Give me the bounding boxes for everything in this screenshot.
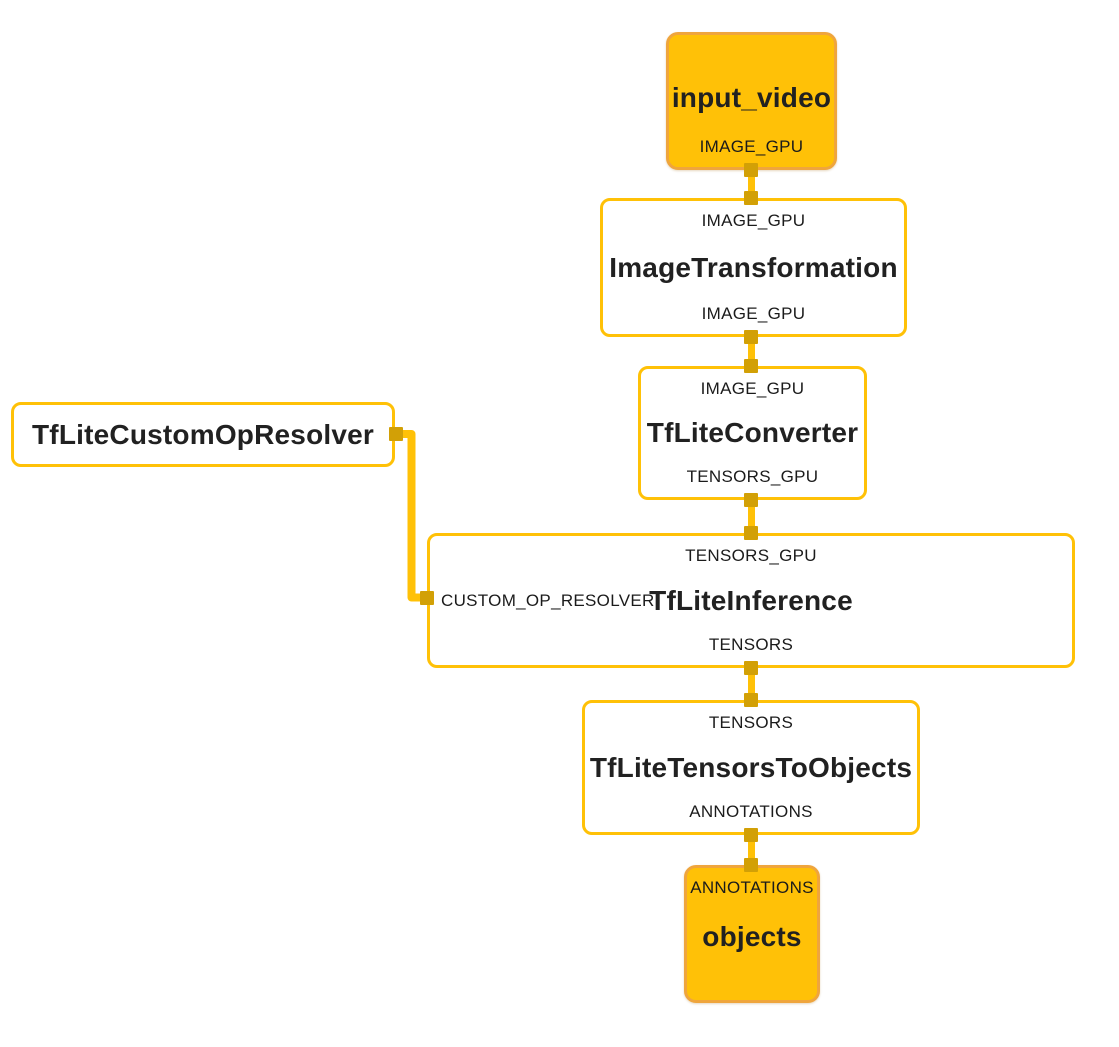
output-port-label: TENSORS_GPU — [686, 467, 819, 486]
node-title: objects — [702, 921, 802, 952]
node-tflite-converter[interactable]: IMAGE_GPU TfLiteConverter TENSORS_GPU — [638, 366, 867, 500]
node-title: TfLiteConverter — [646, 417, 859, 448]
node-objects[interactable]: ANNOTATIONS objects — [684, 865, 820, 1003]
node-title: TfLiteCustomOpResolver — [32, 418, 374, 450]
node-title: input_video — [671, 82, 832, 113]
input-port-label: TENSORS — [708, 713, 794, 732]
output-port-label: TENSORS — [708, 635, 794, 654]
node-tflite-custom-op-resolver[interactable]: TfLiteCustomOpResolver — [11, 402, 395, 467]
input-port-label: IMAGE_GPU — [701, 211, 806, 230]
output-port-label: IMAGE_GPU — [699, 137, 804, 156]
node-title: ImageTransformation — [609, 251, 898, 283]
node-tflite-inference[interactable]: TENSORS_GPU CUSTOM_OP_RESOLVER TfLiteInf… — [427, 533, 1075, 668]
input-port-label: IMAGE_GPU — [700, 379, 805, 398]
input-port-label: ANNOTATIONS — [690, 878, 814, 897]
input-port-label: TENSORS_GPU — [685, 546, 817, 565]
output-port-label: IMAGE_GPU — [701, 304, 806, 323]
node-title: TfLiteTensorsToObjects — [589, 751, 913, 783]
output-port-label: ANNOTATIONS — [689, 802, 813, 821]
node-title: TfLiteInference — [649, 584, 853, 616]
edge-tflite-custom-op-resolver-to-tflite-inference — [396, 430, 426, 602]
node-tflite-tensors-to-objects[interactable]: TENSORS TfLiteTensorsToObjects ANNOTATIO… — [582, 700, 920, 835]
node-image-transformation[interactable]: IMAGE_GPU ImageTransformation IMAGE_GPU — [600, 198, 907, 337]
node-input-video[interactable]: input_video IMAGE_GPU — [666, 32, 837, 170]
side-input-port-label: CUSTOM_OP_RESOLVER — [441, 590, 655, 610]
